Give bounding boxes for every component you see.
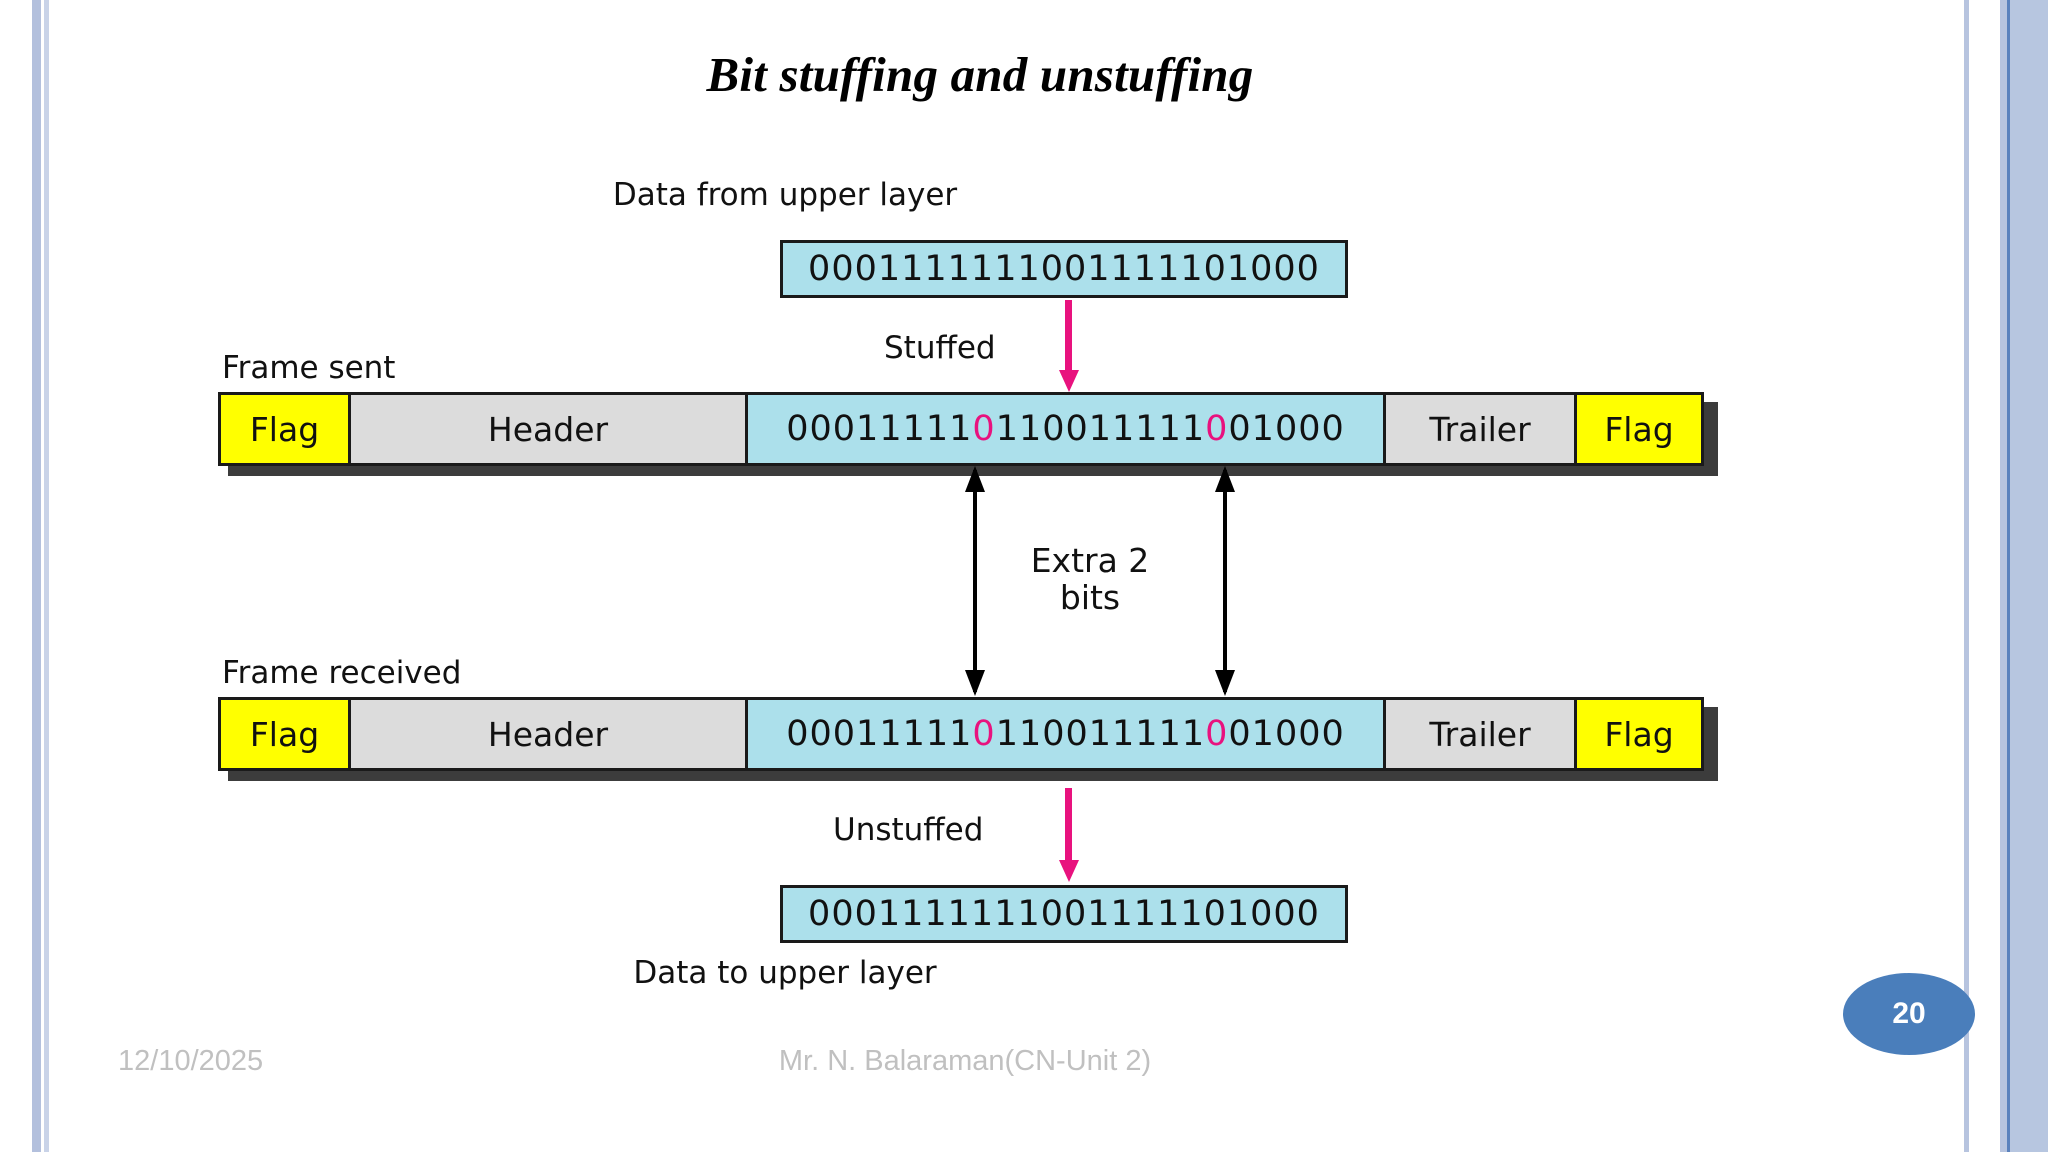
extra-bit-arrow-left: [965, 466, 985, 696]
right-border-stripe-a: [1964, 0, 1969, 1152]
slide-title: Bit stuffing and unstuffing: [706, 47, 1254, 102]
frame-received-header: Header: [348, 697, 748, 771]
received-stuffed-bits: 000111110110011111001000: [786, 713, 1345, 754]
frame-sent-flag-right: Flag: [1574, 392, 1704, 466]
frame-received-payload: 000111110110011111001000: [745, 697, 1386, 771]
extra-bits-caption: Extra 2 bits: [1000, 541, 1180, 617]
stuffed-bits: 000111110110011111001000: [786, 408, 1345, 449]
extra-bit-arrow-right: [1215, 466, 1235, 696]
frame-sent-header: Header: [348, 392, 748, 466]
unstuffed-data-bits: 0001111111001111101000: [808, 893, 1320, 934]
frame-received-flag-right: Flag: [1574, 697, 1704, 771]
footer-date: 12/10/2025: [118, 1045, 264, 1077]
left-border-stripe-outer: [32, 0, 41, 1152]
stuffed-label: Stuffed: [884, 330, 996, 366]
data-to-upper-layer-label: Data to upper layer: [633, 955, 937, 991]
frame-sent-flag-left: Flag: [218, 392, 351, 466]
data-from-upper-layer-label: Data from upper layer: [612, 177, 958, 213]
right-border-stripe-b: [2000, 0, 2007, 1152]
extra-bits-line-2: bits: [1059, 577, 1121, 617]
page-number-badge: 20: [1843, 973, 1975, 1055]
frame-sent-trailer: Trailer: [1383, 392, 1577, 466]
left-border-stripe-inner: [44, 0, 49, 1152]
right-border-panel: [2010, 0, 2048, 1152]
frame-received-label: Frame received: [222, 655, 462, 691]
right-border-stripe-c: [2007, 0, 2010, 1152]
upper-layer-data-box: 0001111111001111101000: [780, 240, 1348, 298]
frame-received-trailer: Trailer: [1383, 697, 1577, 771]
stuffed-arrow-icon: [1059, 300, 1079, 396]
unstuffed-arrow-icon: [1059, 788, 1079, 884]
extra-bits-line-1: Extra 2: [1030, 541, 1150, 580]
frame-sent-payload: 000111110110011111001000: [745, 392, 1386, 466]
frame-sent-label: Frame sent: [222, 350, 396, 386]
original-data-bits: 0001111111001111101000: [808, 248, 1320, 289]
unstuffed-label: Unstuffed: [833, 812, 984, 848]
frame-received-row: Flag Header 000111110110011111001000 Tra…: [218, 697, 1704, 771]
lower-layer-data-box: 0001111111001111101000: [780, 885, 1348, 943]
frame-sent-row: Flag Header 000111110110011111001000 Tra…: [218, 392, 1704, 466]
frame-received-flag-left: Flag: [218, 697, 351, 771]
footer-author: Mr. N. Balaraman(CN-Unit 2): [778, 1045, 1152, 1077]
